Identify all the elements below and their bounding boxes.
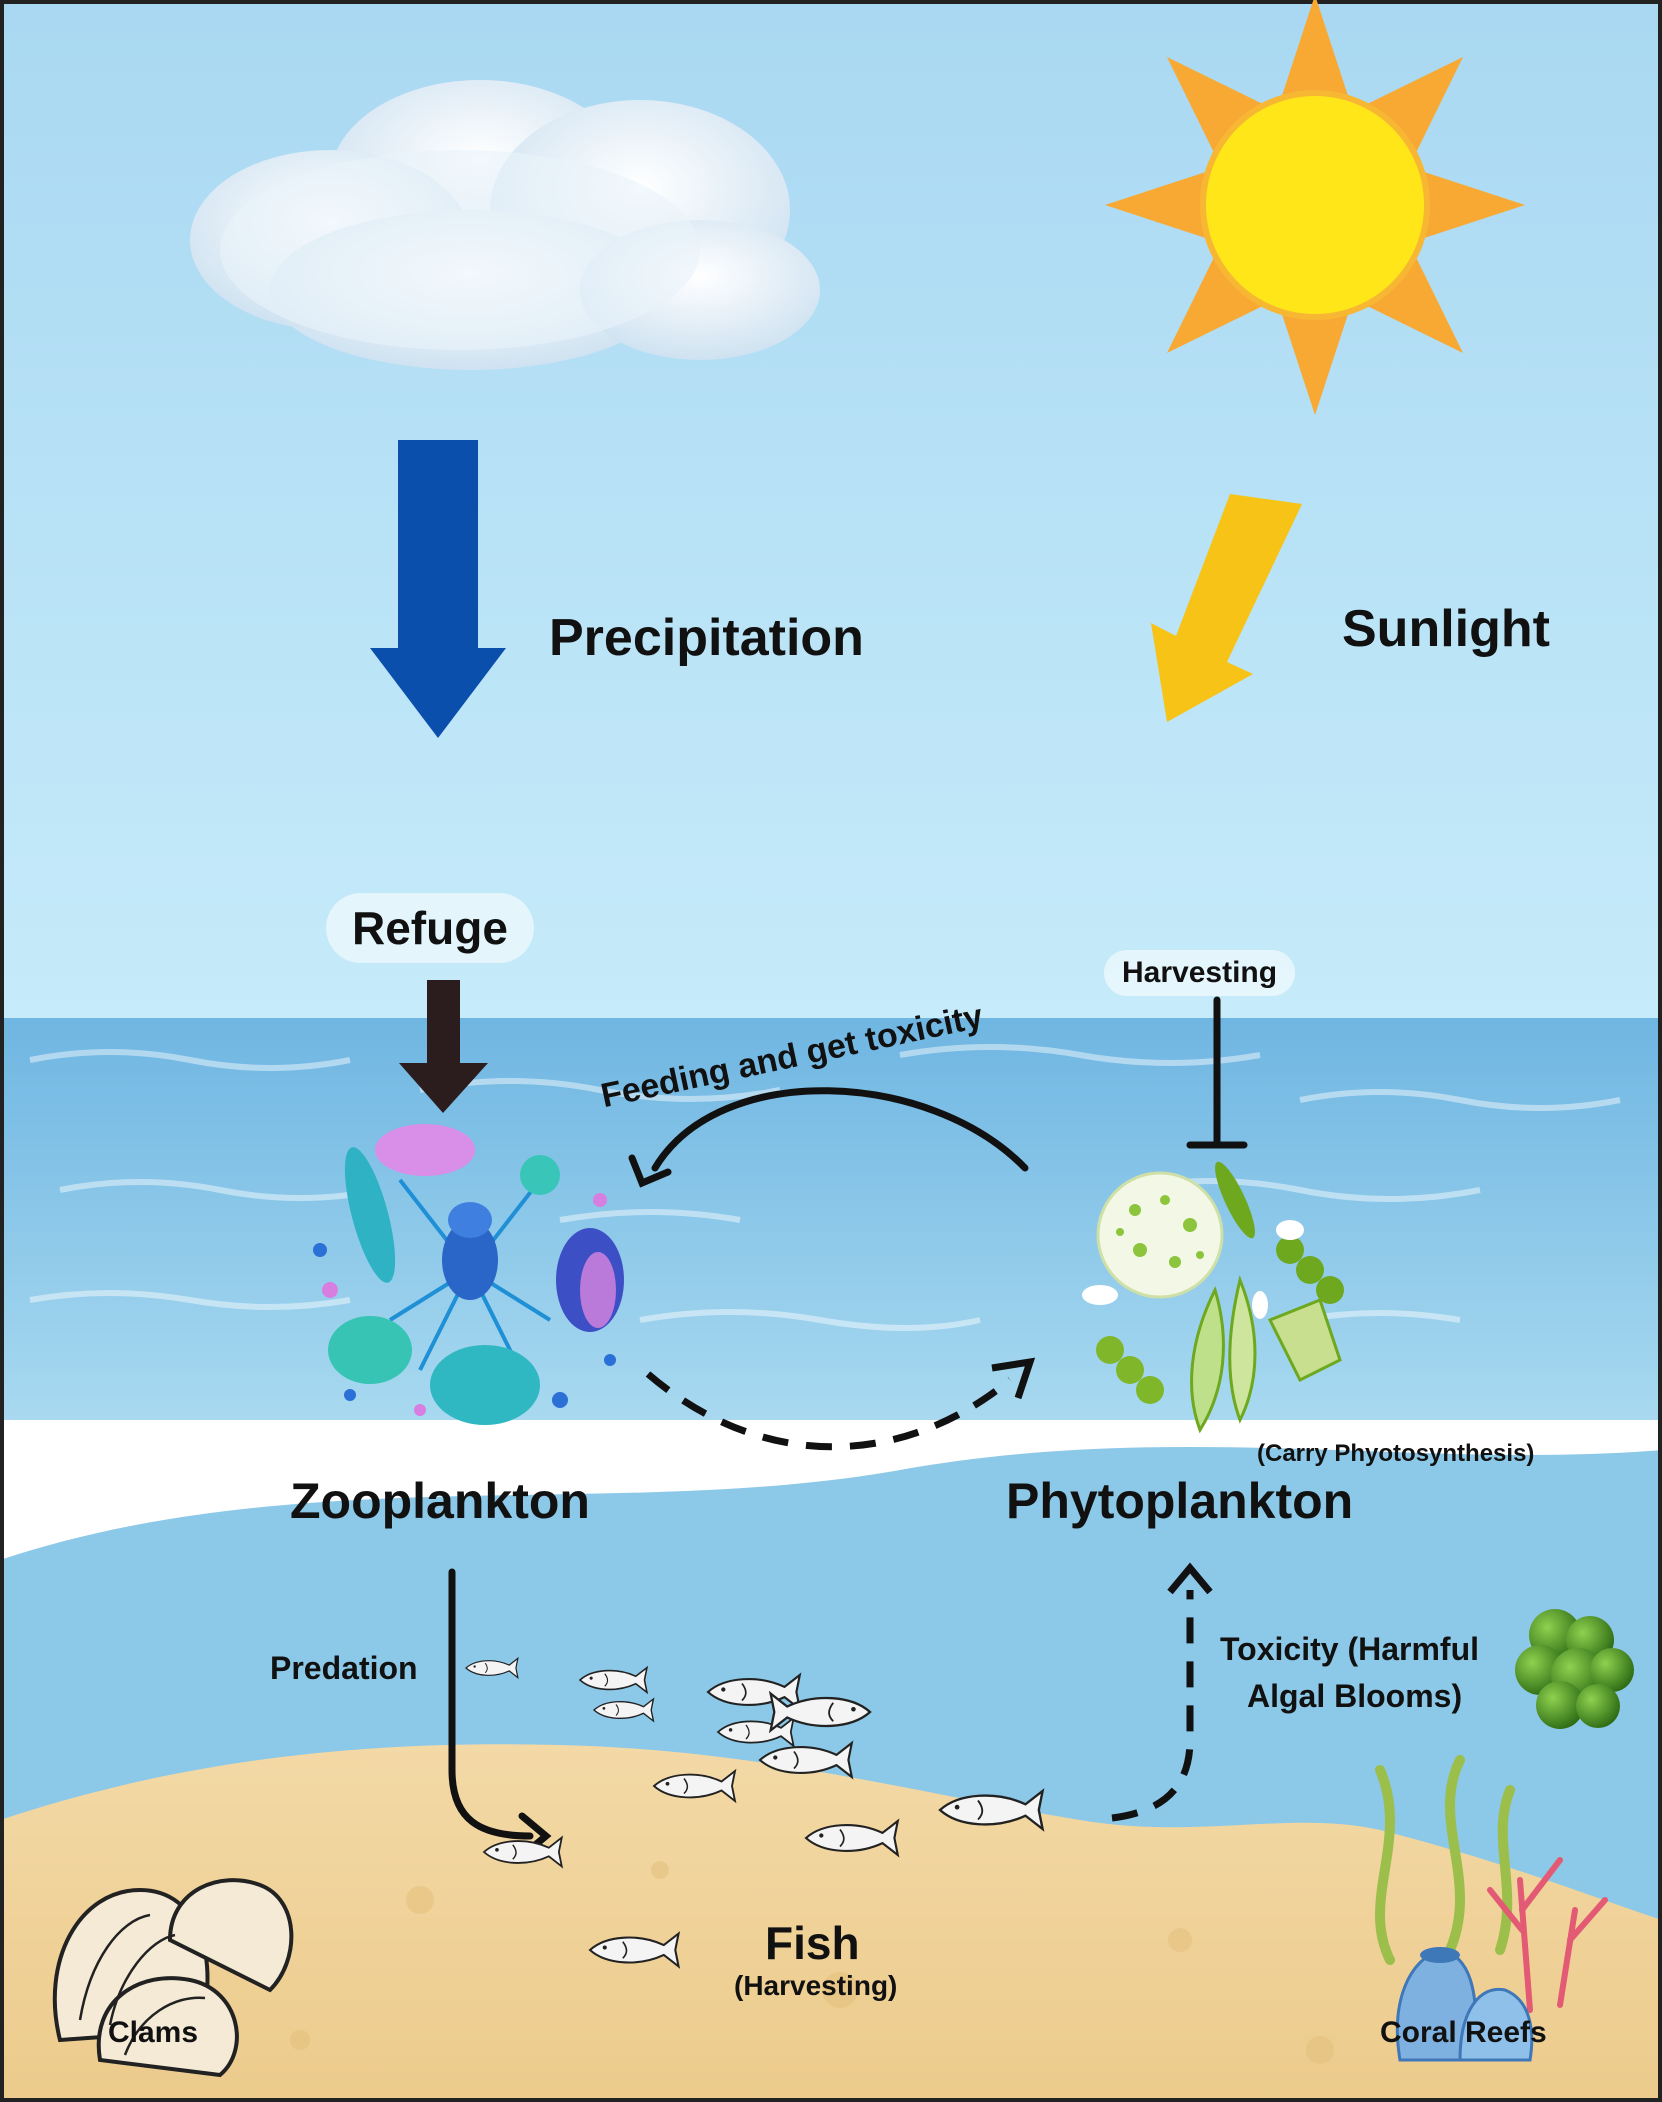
nutrient-arrowhead [991, 1357, 1036, 1400]
sunlight-arrow [1151, 494, 1302, 722]
phytoplankton-cluster-icon [1082, 1161, 1344, 1434]
clams-label: Clams [108, 2016, 199, 2049]
precipitation-arrow [370, 440, 506, 738]
photosynthesis-label: (Carry Phyotosynthesis) [1257, 1440, 1535, 1467]
zooplankton-cluster-icon [313, 1124, 624, 1425]
sea-surface [0, 1018, 1662, 1420]
predation-label: Predation [270, 1650, 418, 1686]
sandy-seafloor [0, 1744, 1662, 2102]
clam-icon [52, 1878, 294, 2078]
zooplankton-label: Zooplankton [290, 1473, 590, 1529]
harvesting-inhibition-line [1186, 996, 1248, 1149]
feeding-arrow [628, 1087, 1029, 1188]
toxicity-label-line1: Toxicity (Harmful [1220, 1631, 1479, 1667]
coral-reefs-label: Coral Reefs [1380, 2016, 1547, 2049]
toxicity-arrow [1111, 1590, 1194, 1822]
refuge-label: Refuge [326, 893, 534, 963]
coral-reef-icon [1375, 1755, 1608, 2062]
cloud-icon [190, 80, 820, 370]
precipitation-label: Precipitation [549, 609, 864, 667]
sunlight-label: Sunlight [1342, 600, 1550, 658]
toxicity-label-line2: Algal Blooms) [1247, 1678, 1463, 1714]
sun-icon [1105, 0, 1525, 415]
refuge-arrow [399, 980, 488, 1113]
toxicity-arrowhead [1167, 1562, 1213, 1595]
algal-bloom-icon [1515, 1609, 1634, 1729]
nutrient-recycling-arrow [645, 1371, 1013, 1451]
fish-label: Fish [765, 1917, 860, 1969]
phytoplankton-label: Phytoplankton [1006, 1473, 1354, 1529]
harvesting-phytoplankton-label: Harvesting [1104, 950, 1296, 996]
fish-harvesting-label: (Harvesting) [734, 1970, 898, 2001]
